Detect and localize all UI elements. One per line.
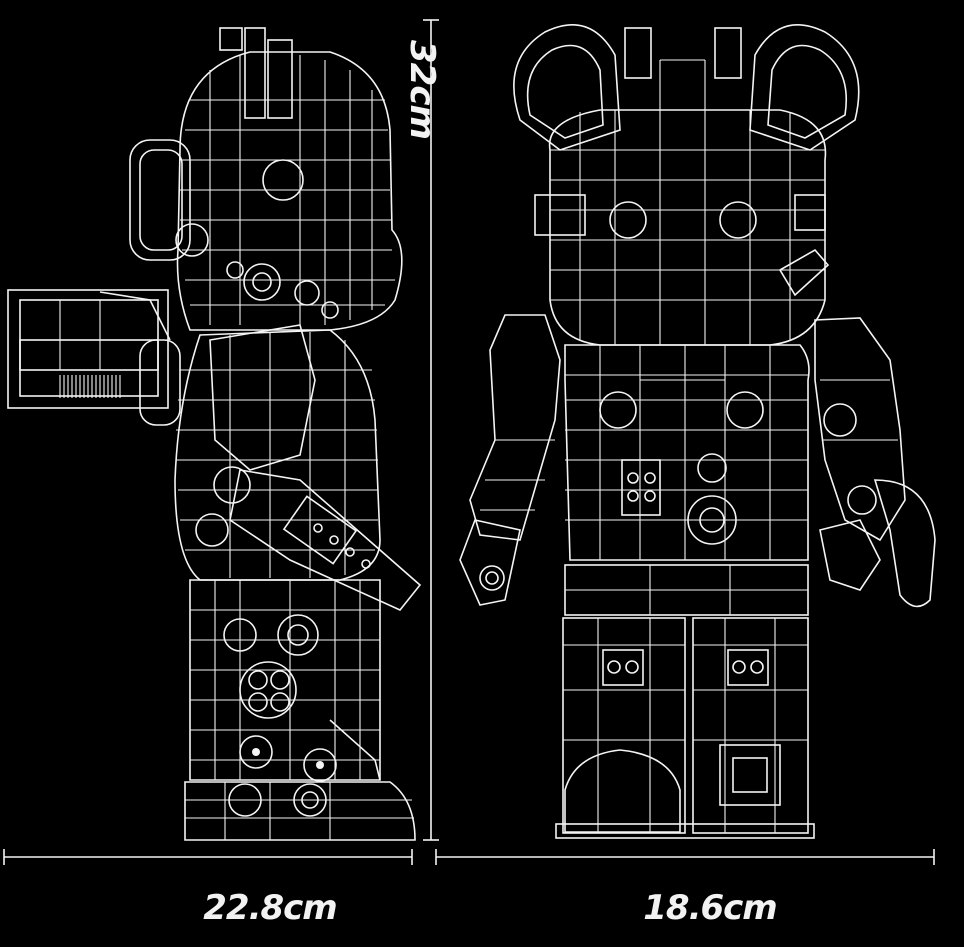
front-view-figure (459, 24, 936, 839)
height-label: 32cm (402, 40, 442, 139)
side-view-figure (7, 27, 422, 841)
dimension-lines (3, 19, 935, 865)
front-width-label: 18.6cm (643, 888, 777, 928)
side-width-label: 22.8cm (203, 888, 337, 928)
